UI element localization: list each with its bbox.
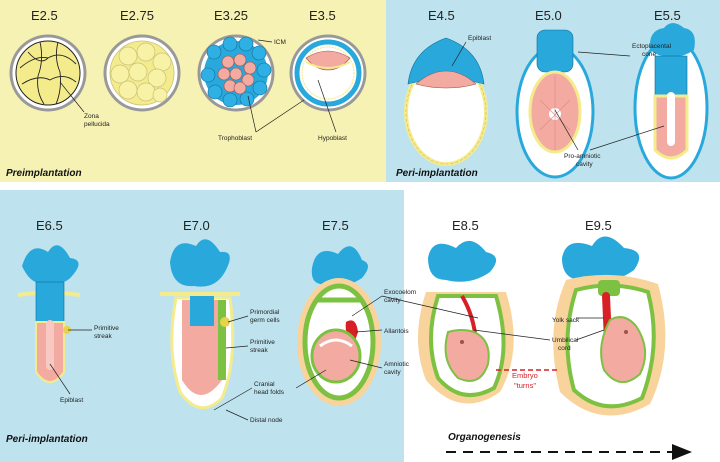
stage-label-e6-5: E6.5: [36, 218, 63, 233]
label-cranial-1: Cranial: [254, 381, 275, 388]
label-icm: ICM: [274, 39, 286, 46]
stage-label-e5-0: E5.0: [535, 8, 562, 23]
label-yolk-sack: Yolk sack: [552, 317, 580, 324]
label-hypoblast: Hypoblast: [318, 135, 347, 142]
label-exocoelom-2: cavity: [384, 297, 401, 304]
e9-5-turned-embryo: [553, 236, 666, 416]
label-embryo-turns-1: Embryo: [512, 371, 538, 380]
label-trophoblast: Trophoblast: [218, 135, 252, 142]
label-embryo-turns-2: "turns": [514, 381, 536, 390]
e6-5-gastrulating-embryo: [17, 245, 81, 383]
label-ectoplacental-1: Ectoplacental: [632, 43, 672, 50]
stage-label-e4-5: E4.5: [428, 8, 455, 23]
label-primitive-streak-2: streak: [94, 333, 112, 340]
label-ectoplacental-2: cone: [642, 51, 656, 58]
label-proamniotic-2: cavity: [576, 161, 593, 168]
label-umbilical-2: cord: [558, 345, 571, 352]
stage-label-e7-0: E7.0: [183, 218, 210, 233]
stage-label-e7-5: E7.5: [322, 218, 349, 233]
stage-label-e2-75: E2.75: [120, 8, 154, 23]
e3-5-blastocyst: [289, 34, 367, 112]
label-epiblast-bottom: Epiblast: [60, 397, 83, 404]
label-primitive-streak2-2: streak: [250, 347, 268, 354]
phase-label-peri-implantation-bottom: Peri-implantation: [6, 434, 88, 445]
label-proamniotic-1: Pro-amniotic: [564, 153, 601, 160]
label-pointer-lines: [49, 39, 665, 421]
stage-label-e3-5: E3.5: [309, 8, 336, 23]
label-amniotic-2: cavity: [384, 369, 401, 376]
stage-label-e9-5: E9.5: [585, 218, 612, 233]
e2-5-morula: [9, 34, 87, 112]
stage-label-e8-5: E8.5: [452, 218, 479, 233]
label-distal-node: Distal node: [250, 417, 283, 424]
e3-25-early-blastocyst: [197, 34, 275, 112]
phase-label-organogenesis: Organogenesis: [448, 432, 521, 443]
label-allantois: Allantois: [384, 328, 409, 335]
phase-label-preimplantation: Preimplantation: [6, 168, 82, 179]
label-umbilical-1: Umbilical: [552, 337, 579, 344]
e7-0-gastrulating-embryo: [160, 239, 240, 409]
stage-label-e3-25: E3.25: [214, 8, 248, 23]
e5-5-egg-cylinder: [633, 23, 709, 180]
label-zona-2: pellucida: [84, 121, 110, 128]
e2-75-compact-morula: [103, 34, 181, 112]
label-epiblast-top: Epiblast: [468, 35, 491, 42]
label-primitive-streak-1: Primitive: [94, 325, 119, 332]
label-primordial-2: germ cells: [250, 317, 280, 324]
e7-5-headfold-embryo: [297, 246, 381, 406]
label-amniotic-1: Amniotic: [384, 361, 410, 368]
e5-0-egg-cylinder: [515, 29, 595, 179]
stage-label-e5-5: E5.5: [654, 8, 681, 23]
e4-5-implanting-blastocyst: [404, 37, 488, 166]
label-primitive-streak2-1: Primitive: [250, 339, 275, 346]
label-zona-1: Zona: [84, 113, 99, 120]
phase-label-peri-implantation-top: Peri-implantation: [396, 168, 478, 179]
label-exocoelom-1: Exocoelom: [384, 289, 416, 296]
e8-5-turning-embryo: [418, 240, 514, 404]
label-primordial-1: Primordial: [250, 309, 280, 316]
label-cranial-2: head folds: [254, 389, 285, 396]
stage-label-e2-5: E2.5: [31, 8, 58, 23]
